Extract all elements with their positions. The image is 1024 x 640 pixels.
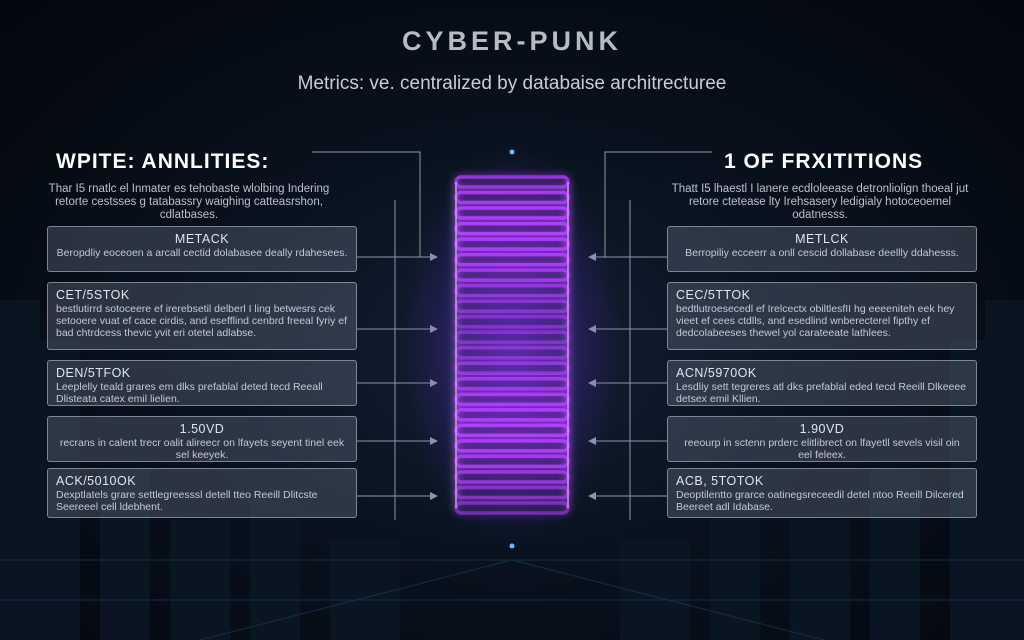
card-body: Deoptilentto grarce oatinegsreceedil det… <box>676 489 964 513</box>
right-card-1: METLCK Berropiliy ecceerr a onll cescid … <box>667 226 977 272</box>
card-body: Beropdliy eoceoen a arcall cectid dolaba… <box>56 247 348 259</box>
card-label: 1.50VD <box>179 422 225 436</box>
left-card-5: ACK/5010OK Dexptlatels grare settlegrees… <box>47 468 357 518</box>
card-body: recrans in calent trecr oalit alireecr o… <box>59 437 345 461</box>
page-title: CYBER-PUNK <box>401 26 622 56</box>
card-label: DEN/5TFOK <box>56 366 131 380</box>
right-card-3: ACN/5970OK Lesdliy sett tegreres atl dks… <box>667 360 977 406</box>
right-card-4: 1.90VD reeourp in sctenn prderc elitlibr… <box>667 416 977 462</box>
card-body: Berropiliy ecceerr a onll cescid dollaba… <box>685 247 959 259</box>
right-column-heading: 1 OF FRXITITIONS <box>724 150 924 173</box>
card-label: 1.90VD <box>799 422 845 436</box>
card-body: Leeplelly teald grares em dlks prefablal… <box>56 381 323 405</box>
page-subtitle: Metrics: ve. centralized by databaise ar… <box>297 73 727 94</box>
card-body: Dexptlatels grare settlegreesssl detell … <box>56 489 318 513</box>
left-card-2: CET/5STOK bestlutirrd sotoceere ef irere… <box>47 282 357 350</box>
left-card-1: METACK Beropdliy eoceoen a arcall cectid… <box>47 226 357 272</box>
card-label: ACB, 5TOTOK <box>676 474 764 488</box>
card-body: bedtlutroesecedl ef Irelcectx obiltlesfI… <box>676 303 955 339</box>
left-card-3: DEN/5TFOK Leeplelly teald grares em dlks… <box>47 360 357 406</box>
card-label: CET/5STOK <box>56 288 130 302</box>
card-label: METACK <box>174 232 230 246</box>
card-label: METLCK <box>795 232 849 246</box>
card-label: ACK/5010OK <box>56 474 137 488</box>
card-body: bestlutirrd sotoceere ef irerebsetil del… <box>56 303 348 339</box>
card-body: Lesdliy sett tegreres atl dks prefablal … <box>676 381 967 405</box>
left-column-heading: WPITE: ANNLITIES: <box>56 150 270 173</box>
right-card-2: CEC/5TTOK bedtlutroesecedl ef Irelcectx … <box>667 282 977 350</box>
right-connectors <box>596 151 712 520</box>
card-label: ACN/5970OK <box>676 366 757 380</box>
card-label: CEC/5TTOK <box>676 288 751 302</box>
right-column-intro: Thatt I5 lhaestl I lanere ecdloleease de… <box>671 183 969 221</box>
card-body: reeourp in sctenn prderc elitlibrect on … <box>684 437 960 461</box>
right-card-5: ACB, 5TOTOK Deoptilentto grarce oatinegs… <box>667 468 977 518</box>
left-column-intro: Thar I5 rnatlc el Inmater es tehobaste w… <box>48 183 330 221</box>
left-card-4: 1.50VD recrans in calent trecr oalit ali… <box>47 416 357 462</box>
